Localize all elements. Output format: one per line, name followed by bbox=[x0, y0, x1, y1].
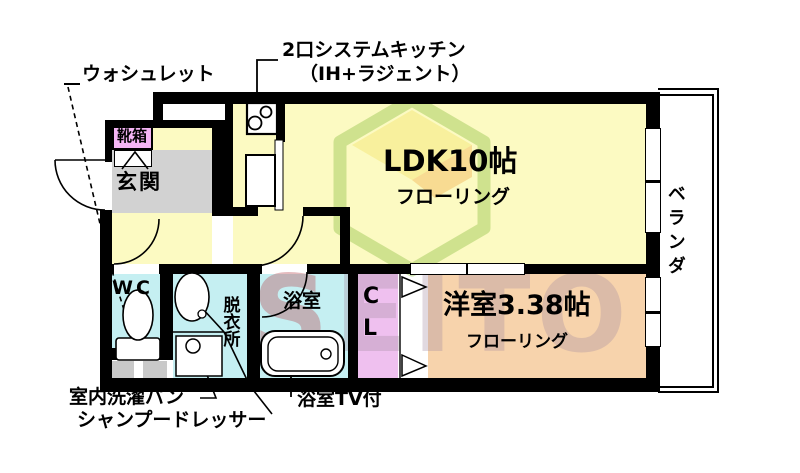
bathroom-label: 浴室 bbox=[283, 290, 322, 312]
washlet-callout: ウォシュレット bbox=[82, 63, 215, 85]
shampoo-dresser-leader-line bbox=[201, 307, 273, 415]
ldk-floor-label: フローリング bbox=[396, 186, 511, 208]
western-room-floor-label: フローリング bbox=[466, 332, 568, 352]
hall-ldk-stub bbox=[340, 207, 350, 274]
closet-floor bbox=[358, 274, 398, 378]
wc-dressing-wall bbox=[160, 274, 173, 360]
veranda-outer-line bbox=[658, 88, 719, 90]
mid-wall bbox=[307, 264, 410, 274]
hall-ldk-wall bbox=[303, 207, 350, 216]
entrance-door-arc bbox=[54, 159, 106, 211]
window-mullion bbox=[646, 180, 660, 183]
laundry-drain-icon bbox=[185, 338, 201, 354]
shampoo-dresser-callout: シャンプードレッサー bbox=[77, 409, 267, 431]
shoe-box bbox=[112, 126, 153, 150]
laundry-pan-icon bbox=[175, 335, 223, 377]
stove-burner-icon bbox=[259, 105, 273, 119]
kitchen-wall-right bbox=[276, 104, 285, 142]
wall-stub-topleft bbox=[153, 104, 163, 128]
outer-wall-left bbox=[100, 210, 112, 392]
step-chevron-icon bbox=[121, 150, 149, 170]
outer-wall-bottom bbox=[100, 378, 660, 392]
toilet-bowl-icon bbox=[122, 289, 154, 341]
ldk-western-window bbox=[410, 263, 525, 275]
ldk-window bbox=[645, 128, 661, 233]
closet-label-l: L bbox=[363, 315, 378, 341]
mid-wall bbox=[159, 264, 262, 274]
hallway-floor bbox=[112, 213, 212, 264]
wc-label: WC bbox=[112, 277, 153, 299]
bath-closet-wall bbox=[348, 264, 358, 378]
entrance-wall-left bbox=[105, 128, 112, 162]
meter-box bbox=[110, 361, 134, 381]
folding-door-icon bbox=[401, 275, 428, 299]
kitchen-leader-line bbox=[256, 59, 278, 107]
laundry-pan-callout: 室内洗濯パン bbox=[69, 386, 184, 408]
sink-icon bbox=[245, 154, 276, 207]
mid-wall bbox=[525, 264, 660, 274]
ldk-floor bbox=[233, 104, 646, 264]
closet-label: C L bbox=[363, 281, 379, 345]
toilet-tank-icon bbox=[115, 337, 161, 361]
bathtub-drain-icon bbox=[320, 348, 332, 360]
stove-burner-icon bbox=[247, 115, 263, 131]
counter-icon bbox=[274, 139, 284, 211]
entrance-wall-right bbox=[212, 128, 233, 215]
bath-door-arc bbox=[261, 271, 308, 318]
watermark-letters-eito: EITO bbox=[334, 253, 633, 376]
folding-door-icon bbox=[401, 353, 428, 378]
kitchen-wall-left bbox=[225, 104, 233, 128]
bath-tv-callout: 浴室TV付 bbox=[297, 388, 382, 410]
western-room-label: 洋室3.38帖 bbox=[443, 290, 591, 321]
outer-wall-right bbox=[646, 233, 660, 277]
kitchen-callout-line2: （IH+ラジェント） bbox=[299, 63, 471, 85]
window-mullion bbox=[466, 264, 468, 274]
veranda-label: ベランダ bbox=[664, 184, 686, 280]
dressing-room-label: 脱衣所 bbox=[219, 296, 240, 347]
dressing-bath-wall bbox=[247, 274, 260, 378]
western-room-floor bbox=[428, 274, 646, 378]
entrance-wall-top bbox=[105, 120, 233, 128]
mid-wall bbox=[100, 264, 114, 274]
washbasin-faucet-icon bbox=[197, 309, 207, 319]
washbasin-icon bbox=[174, 272, 210, 322]
window-mullion bbox=[646, 311, 660, 314]
veranda-outer-line bbox=[658, 391, 719, 393]
western-room-window bbox=[645, 277, 661, 347]
bathtub-inner-icon bbox=[267, 336, 339, 372]
hall-door-arc bbox=[113, 218, 160, 265]
washlet-leader-line bbox=[67, 86, 133, 337]
closet-label-c: C bbox=[363, 284, 380, 309]
wall-under-kitchen bbox=[212, 207, 258, 216]
ldk-label: LDK10帖 bbox=[383, 144, 518, 178]
veranda-outer-line bbox=[717, 88, 719, 393]
shoe-box-label: 靴箱 bbox=[117, 127, 148, 145]
meter-box bbox=[143, 361, 167, 381]
outer-wall-right bbox=[646, 92, 660, 128]
entrance-label: 玄関 bbox=[116, 170, 162, 194]
bathtub-icon bbox=[260, 330, 345, 377]
ldk-door-arc bbox=[252, 215, 304, 267]
kitchen-callout-line1: 2口システムキッチン bbox=[282, 39, 466, 61]
outer-wall-top bbox=[153, 92, 660, 104]
